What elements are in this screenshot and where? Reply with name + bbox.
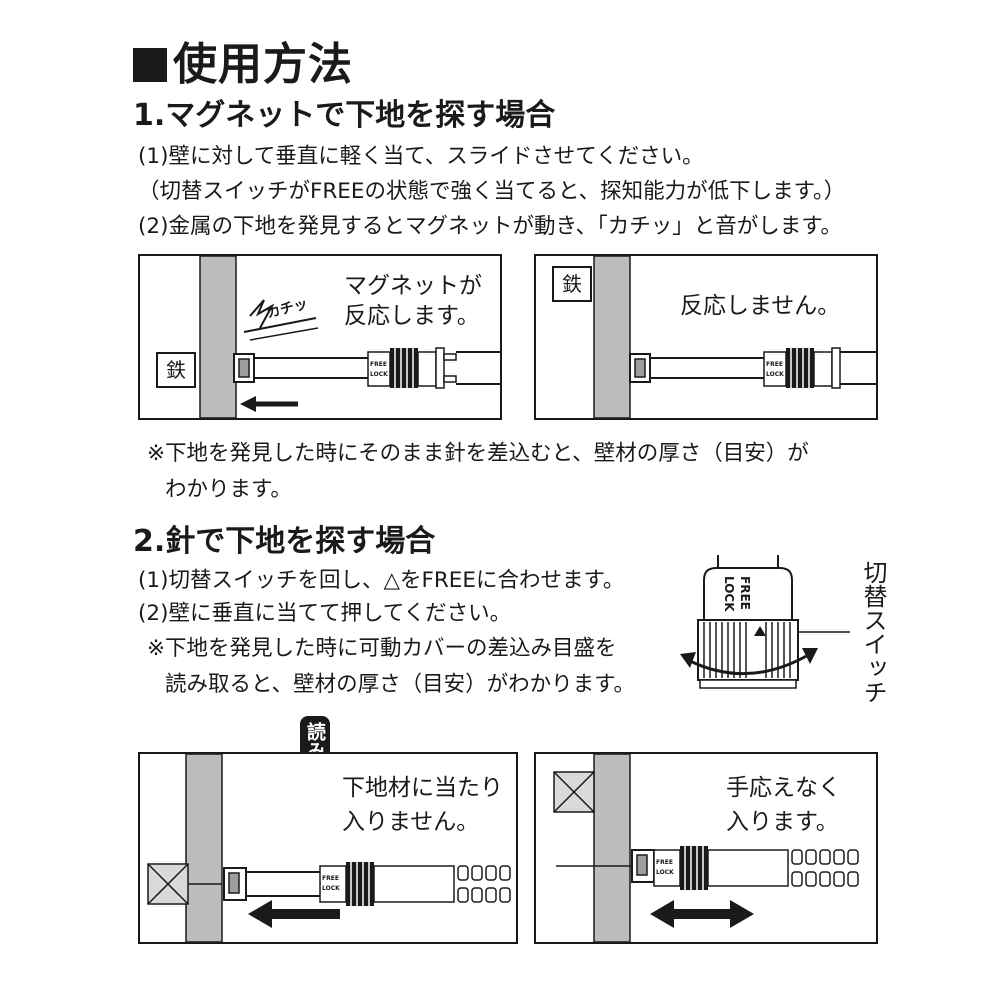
needle-passes-caption-1: 手応えなく — [726, 775, 841, 801]
arrow-left-icon — [248, 900, 272, 928]
page-title-text: 使用方法 — [173, 39, 353, 90]
magnet-react-caption-1: マグネットが — [344, 273, 482, 299]
lock-text: LOCK — [766, 371, 784, 378]
switch-label: 切替スイッチ — [859, 560, 887, 704]
needle-blocked-illustration: FREE LOCK — [147, 754, 511, 942]
free-text: FREE — [656, 859, 673, 866]
movable-cover — [373, 865, 455, 903]
wall-section — [593, 256, 631, 418]
sound-line-2 — [249, 327, 319, 341]
needle-passes-caption-2: 入ります。 — [726, 809, 839, 835]
needle-blocked-caption-1: 下地材に当たり — [342, 775, 503, 801]
free-text: FREE — [766, 361, 783, 368]
section2-line-2: (2)壁に垂直に当てて押してください。 — [138, 601, 512, 626]
free-text: FREE — [322, 875, 339, 882]
needle-passes-panel: FREE LOCK 手応えなく 入ります。 — [534, 752, 878, 944]
section2-line-3: ※下地を発見した時に可動カバーの差込み目盛を — [147, 636, 617, 661]
magnet-react-panel: FREE LOCK 鉄 カチッ マグネットが 反応します。 — [138, 254, 502, 420]
spark-icon — [249, 299, 275, 329]
arrow-right-icon — [730, 900, 754, 928]
iron-label: 鉄 — [552, 266, 592, 302]
section1-note-line-2: わかります。 — [165, 477, 292, 502]
switch-lock-label: LOCK — [722, 576, 736, 612]
triangle-marker-icon — [754, 626, 766, 636]
magnet-no-react-panel: FREE LOCK 鉄 反応しません。 — [534, 254, 878, 420]
magnet-icon — [634, 358, 646, 378]
wall-section — [593, 754, 631, 942]
section2-line-1: (1)切替スイッチを回し、△をFREEに合わせます。 — [138, 568, 625, 593]
section2-line-4: 読み取ると、壁材の厚さ（目安）がわかります。 — [165, 672, 635, 697]
iron-label: 鉄 — [156, 352, 196, 388]
section1-heading: 1.マグネットで下地を探す場合 — [133, 98, 556, 133]
rotate-arrow-right-icon — [802, 648, 818, 664]
switch-dial — [680, 846, 708, 890]
sound-line-1 — [243, 317, 317, 333]
arrow-left-icon — [650, 900, 674, 928]
free-lock-label-area — [367, 351, 391, 387]
switch-free-label: FREE — [738, 576, 752, 610]
rotate-arrow-left-icon — [680, 652, 696, 668]
section2-heading: 2.針で下地を探す場合 — [133, 524, 436, 559]
page-title: 使用方法 — [133, 28, 353, 92]
switch-dial — [786, 348, 814, 388]
section1-line-1: (1)壁に対して垂直に軽く当て、スライドさせてください。 — [138, 144, 704, 169]
lock-text: LOCK — [370, 371, 388, 378]
switch-dial — [346, 862, 374, 906]
rotate-arrow — [687, 652, 811, 676]
needle-passes-illustration: FREE LOCK — [553, 754, 859, 942]
wall-section — [185, 754, 223, 942]
magnet-react-caption-2: 反応します。 — [344, 303, 480, 329]
switch-closeup-illustration — [680, 555, 850, 689]
needle-blocked-caption-2: 入りません。 — [342, 809, 480, 835]
section1-note-line-1: ※下地を発見した時にそのまま針を差込むと、壁材の厚さ（目安）が — [147, 441, 809, 466]
arrow-left-icon — [240, 396, 256, 412]
magnet-icon — [238, 358, 250, 378]
section1-line-3: (2)金属の下地を発見するとマグネットが動き、「カチッ」と音がします。 — [138, 214, 843, 239]
section1-line-2: （切替スイッチがFREEの状態で強く当てると、探知能力が低下します。） — [138, 179, 846, 204]
wall-section — [199, 256, 237, 418]
switch-body — [703, 567, 793, 620]
switch-dial — [390, 348, 418, 388]
needle-blocked-panel: FREE LOCK 下地材に当たり 入りません。 — [138, 752, 518, 944]
movable-cover — [707, 849, 789, 887]
magnet-no-react-illustration: FREE LOCK — [593, 256, 876, 418]
magnet-react-illustration: FREE LOCK — [199, 256, 500, 418]
lock-text: LOCK — [322, 885, 340, 892]
free-text: FREE — [370, 361, 387, 368]
title-square-icon — [133, 48, 167, 82]
magnet-no-react-caption: 反応しません。 — [680, 293, 841, 319]
lock-text: LOCK — [656, 869, 674, 876]
